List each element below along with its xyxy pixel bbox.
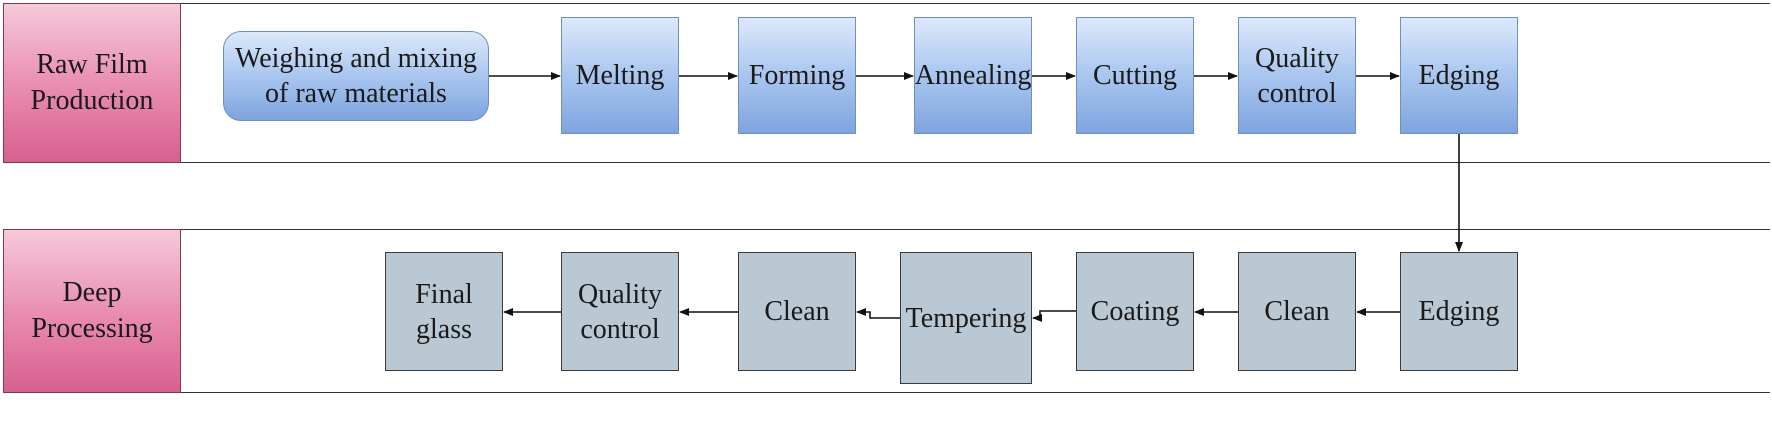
step-tempering: Tempering — [900, 252, 1032, 384]
step-weighing-mixing: Weighing and mixing of raw materials — [223, 31, 489, 121]
step-coating: Coating — [1076, 252, 1194, 371]
step-cutting: Cutting — [1076, 17, 1194, 134]
step-annealing: Annealing — [914, 17, 1032, 134]
step-quality-control-2: Quality control — [561, 252, 679, 371]
lane-tag-raw-film-production: Raw Film Production — [3, 3, 181, 163]
arrow-coating-to-tempering — [1032, 310, 1076, 322]
step-quality-control: Quality control — [1238, 17, 1356, 134]
step-melting: Melting — [561, 17, 679, 134]
lane-label: Raw Film Production — [30, 48, 154, 116]
step-edging: Edging — [1400, 17, 1518, 134]
step-final-glass: Final glass — [385, 252, 503, 371]
lane-tag-deep-processing: Deep Processing — [3, 229, 181, 393]
step-clean: Clean — [1238, 252, 1356, 371]
step-forming: Forming — [738, 17, 856, 134]
lane-label: Deep Processing — [31, 276, 153, 344]
step-edging-2: Edging — [1400, 252, 1518, 371]
arrow-tempering-to-clean — [856, 308, 900, 319]
step-clean-2: Clean — [738, 252, 856, 371]
